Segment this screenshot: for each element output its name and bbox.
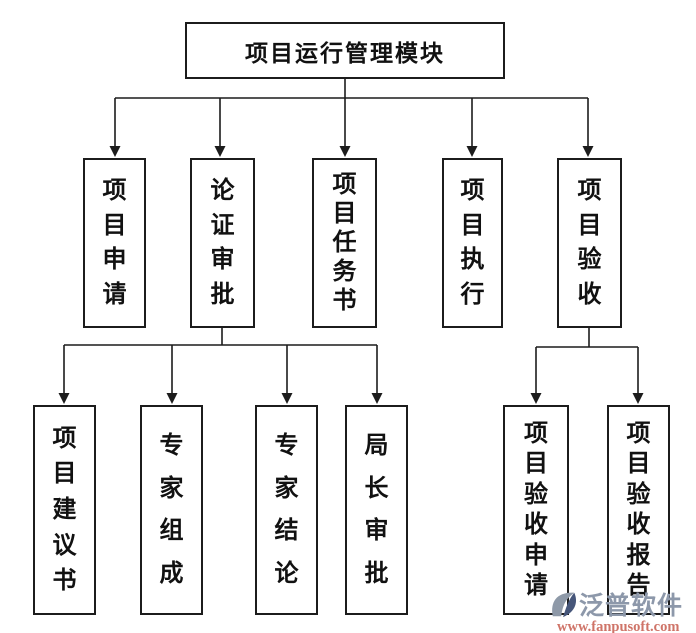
- arrow-down-icon: [166, 393, 178, 404]
- node-project-proposal: 项目建议书: [33, 405, 96, 615]
- node-character: 项: [102, 177, 127, 204]
- node-character: 收: [577, 282, 602, 309]
- node-character: 收: [524, 512, 548, 539]
- node-character: 专: [274, 432, 299, 459]
- node-project-application: 项目申请: [83, 158, 146, 328]
- node-character: 申: [102, 247, 127, 274]
- arrow-down-icon: [281, 393, 293, 404]
- node-character: 书: [332, 288, 357, 314]
- node-character: 目: [332, 201, 357, 227]
- node-character: 执: [460, 247, 485, 274]
- arrow-down-icon: [582, 146, 594, 157]
- node-character: 局: [364, 432, 389, 459]
- fanpu-logo-icon: [552, 592, 577, 618]
- node-character: 项: [577, 177, 602, 204]
- node-character: 务: [332, 259, 357, 285]
- node-project-operation-management-module: 项目运行管理模块: [185, 22, 505, 79]
- node-character: 请: [524, 573, 548, 600]
- node-character: 申: [524, 542, 548, 569]
- node-character: 成: [159, 561, 184, 588]
- node-character: 项: [52, 425, 77, 452]
- arrow-down-icon: [58, 393, 70, 404]
- watermark-url: www.fanpusoft.com: [557, 619, 680, 633]
- node-character: 结: [274, 518, 299, 545]
- node-character: 项: [460, 177, 485, 204]
- level1-connectors: [109, 79, 594, 157]
- node-expert-conclusion: 专家结论: [255, 405, 318, 615]
- node-character: 行: [460, 282, 485, 309]
- arrow-down-icon: [214, 146, 226, 157]
- node-character: 书: [52, 568, 77, 595]
- node-project-acceptance: 项目验收: [557, 158, 622, 328]
- node-character: 目: [524, 451, 548, 478]
- watermark-brand: 泛普软件: [579, 593, 684, 620]
- node-character: 专: [159, 432, 184, 459]
- level2-right-connectors: [530, 328, 644, 404]
- node-character: 目: [102, 212, 127, 239]
- node-acceptance-report: 项目验收报告: [607, 405, 670, 615]
- node-acceptance-application: 项目验收申请: [503, 405, 569, 615]
- node-character: 报: [626, 542, 651, 569]
- node-character: 建: [52, 496, 77, 523]
- node-character: 组: [159, 518, 184, 545]
- node-character: 项: [332, 172, 357, 198]
- node-character: 目: [460, 212, 485, 239]
- watermark: 泛普软件 www.fanpusoft.com: [549, 586, 696, 633]
- arrow-down-icon: [109, 146, 121, 157]
- node-character: 验: [524, 481, 548, 508]
- node-character: 目: [626, 451, 651, 478]
- node-character: 任: [332, 230, 357, 256]
- node-expert-composition: 专家组成: [140, 405, 203, 615]
- node-director-approval: 局长审批: [345, 405, 408, 615]
- arrow-down-icon: [632, 393, 644, 404]
- level2-left-connectors: [58, 328, 383, 404]
- node-character: 证: [210, 212, 235, 239]
- node-character: 家: [274, 475, 299, 502]
- node-project-task-book: 项目任务书: [312, 158, 377, 328]
- node-character: 项: [524, 420, 548, 447]
- node-character: 批: [210, 282, 235, 309]
- node-character: 项: [626, 420, 651, 447]
- node-project-execution: 项目执行: [442, 158, 503, 328]
- node-character: 告: [626, 573, 651, 600]
- node-character: 收: [626, 512, 651, 539]
- arrow-down-icon: [466, 146, 478, 157]
- node-character: 请: [102, 282, 127, 309]
- node-character: 目: [52, 461, 77, 488]
- node-character: 批: [364, 561, 389, 588]
- node-character: 审: [210, 247, 235, 274]
- node-character: 议: [52, 532, 77, 559]
- node-character: 家: [159, 475, 184, 502]
- node-demonstration-approval: 论证审批: [190, 158, 255, 328]
- node-character: 验: [626, 481, 651, 508]
- node-character: 目: [577, 212, 602, 239]
- node-character: 验: [577, 247, 602, 274]
- arrow-down-icon: [371, 393, 383, 404]
- arrow-down-icon: [339, 146, 351, 157]
- node-character: 审: [364, 518, 389, 545]
- node-character: 论: [210, 177, 235, 204]
- node-character: 长: [364, 475, 389, 502]
- arrow-down-icon: [530, 393, 542, 404]
- node-character: 论: [274, 561, 299, 588]
